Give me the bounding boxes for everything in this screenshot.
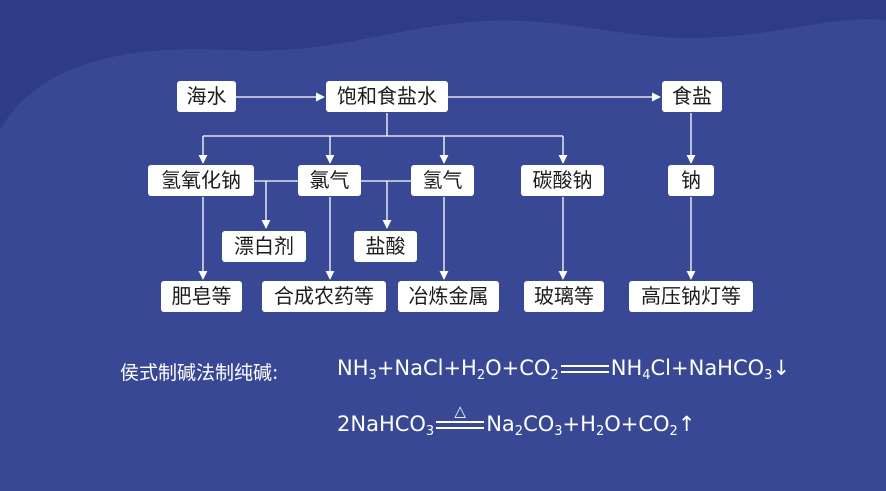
- node-sodium-carbonate: 碳酸钠: [521, 165, 604, 196]
- up-arrow-icon: ↑: [677, 412, 696, 436]
- node-salt: 食盐: [662, 81, 722, 112]
- node-chlorine: 氯气: [298, 165, 361, 196]
- hou-process-label: 侯式制碱法制纯碱:: [120, 362, 279, 384]
- equals-sign: [560, 365, 609, 373]
- equals-sign-heated: △: [436, 402, 485, 429]
- node-saturated-brine: 饱和食盐水: [326, 81, 448, 112]
- node-sodium-hydroxide: 氢氧化钠: [148, 165, 254, 196]
- equation-2: 2NaHCO3△Na2CO3+H2O+CO2↑: [337, 402, 696, 439]
- node-glass: 玻璃等: [524, 281, 604, 312]
- node-soap: 肥皂等: [161, 281, 242, 312]
- node-hydrochloric-acid: 盐酸: [354, 231, 417, 262]
- heat-symbol: △: [454, 402, 466, 420]
- node-hydrogen: 氢气: [411, 165, 474, 196]
- node-sodium-lamp: 高压钠灯等: [629, 281, 753, 312]
- down-arrow-icon: ↓: [772, 356, 791, 380]
- node-sodium: 钠: [668, 165, 714, 196]
- node-metal-smelting: 冶炼金属: [398, 281, 499, 312]
- node-seawater: 海水: [177, 81, 236, 112]
- node-bleach: 漂白剂: [222, 231, 306, 262]
- node-pesticide: 合成农药等: [262, 281, 386, 312]
